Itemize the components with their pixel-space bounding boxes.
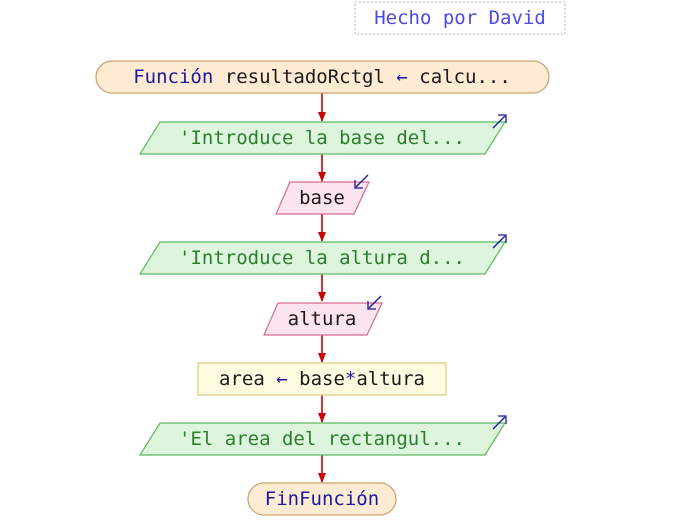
author-note: Hecho por David <box>354 1 566 35</box>
process-node[interactable]: area ← base*altura <box>197 362 447 396</box>
input-arrow-icon <box>367 295 382 310</box>
start-node-text: Función resultadoRctgl ← calcu... <box>133 66 511 88</box>
output-3-text: 'El area del rectangul... <box>179 428 465 450</box>
input-node-1[interactable]: base <box>275 174 370 215</box>
output-2-text: 'Introduce la altura d... <box>179 247 465 269</box>
end-node[interactable]: FinFunción <box>247 482 397 516</box>
output-arrow-icon <box>492 114 507 129</box>
author-note-text: Hecho por David <box>374 7 546 29</box>
start-node[interactable]: Función resultadoRctgl ← calcu... <box>95 60 550 94</box>
process-text: area ← base*altura <box>219 368 425 390</box>
end-node-text: FinFunción <box>265 488 379 510</box>
output-node-2[interactable]: 'Introduce la altura d... <box>138 234 507 275</box>
input-arrow-icon <box>354 174 369 189</box>
output-arrow-icon <box>492 415 507 430</box>
start-function-name: resultadoRctgl <box>225 66 385 88</box>
input-2-text: altura <box>288 308 357 330</box>
output-1-text: 'Introduce la base del... <box>179 127 465 149</box>
output-node-3[interactable]: 'El area del rectangul... <box>138 415 507 456</box>
start-keyword: Función <box>133 66 213 88</box>
output-node-1[interactable]: 'Introduce la base del... <box>138 114 507 155</box>
start-assign-arrow: ← <box>396 66 407 88</box>
start-value: calcu... <box>419 66 511 88</box>
input-node-2[interactable]: altura <box>263 295 383 336</box>
output-arrow-icon <box>492 234 507 249</box>
input-1-text: base <box>299 187 345 209</box>
